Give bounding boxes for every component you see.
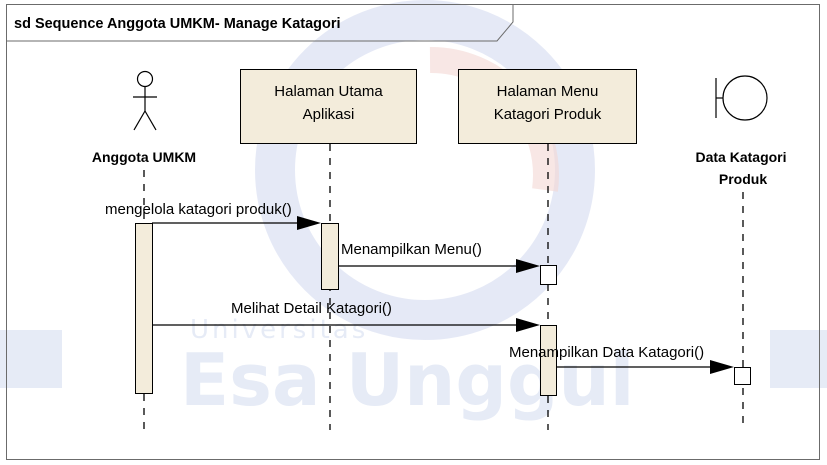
message-4-label: Menampilkan Data Katagori() [509, 344, 704, 361]
watermark-bar-right [770, 330, 827, 388]
participant-halaman-menu: Halaman Menu Katagori Produk [458, 69, 637, 144]
participant-label-halaman-utama-line2: Aplikasi [303, 106, 355, 123]
watermark-ring-blue [255, 0, 595, 340]
boundary-icon-circle [722, 75, 768, 121]
message-2-arrowhead [516, 259, 540, 273]
message-2-label: Menampilkan Menu() [341, 241, 482, 258]
boundary-label-line2: Produk [719, 171, 767, 187]
message-4: Menampilkan Data Katagori() [509, 344, 734, 374]
sequence-frame: sd Sequence Anggota UMKM- Manage Katagor… [6, 4, 820, 460]
participant-label-halaman-menu-line1: Halaman Menu [497, 83, 599, 100]
activation-main-page [321, 223, 339, 290]
actor-icon-head [136, 70, 154, 88]
message-2: Menampilkan Menu() [338, 241, 540, 273]
message-1-label: mengelola katagori produk() [105, 201, 292, 218]
boundary-label-line1: Data Katagori [695, 149, 786, 165]
activation-actor [135, 223, 153, 394]
actor-icon-leg-left [133, 110, 146, 131]
messages: mengelola katagori produk() Menampilkan … [105, 201, 734, 374]
activations [135, 223, 751, 396]
message-3-label: Melihat Detail Katagori() [231, 300, 392, 317]
actor-anggota-umkm: Anggota UMKM [92, 70, 196, 165]
activation-menu-page-2 [540, 325, 557, 396]
participant-halaman-utama: Halaman Utama Aplikasi [240, 69, 417, 144]
message-1-arrowhead [297, 216, 321, 230]
message-3-arrowhead [516, 318, 540, 332]
participant-label-halaman-menu-line2: Katagori Produk [494, 106, 602, 123]
watermark-logo: Universitas Esa Unggul [0, 0, 827, 422]
message-4-arrowhead [710, 360, 734, 374]
activation-menu-page-1 [540, 265, 557, 285]
actor-label: Anggota UMKM [92, 149, 196, 165]
participant-label-halaman-utama-line1: Halaman Utama [274, 83, 383, 100]
activation-boundary [734, 367, 751, 385]
participant-box-halaman-utama [240, 69, 417, 144]
watermark-text-big: Esa Unggul [180, 338, 634, 422]
actor-icon-leg-right [144, 110, 157, 131]
frame-title-tab [6, 4, 514, 42]
participant-box-halaman-menu [458, 69, 637, 144]
boundary-data-katagori: Data Katagori Produk [695, 75, 787, 187]
message-3: Melihat Detail Katagori() [152, 300, 540, 332]
message-1: mengelola katagori produk() [105, 201, 321, 230]
frame-title: sd Sequence Anggota UMKM- Manage Katagor… [14, 16, 341, 32]
watermark-bar-left [0, 330, 62, 388]
watermark-text-small: Universitas [190, 315, 368, 345]
